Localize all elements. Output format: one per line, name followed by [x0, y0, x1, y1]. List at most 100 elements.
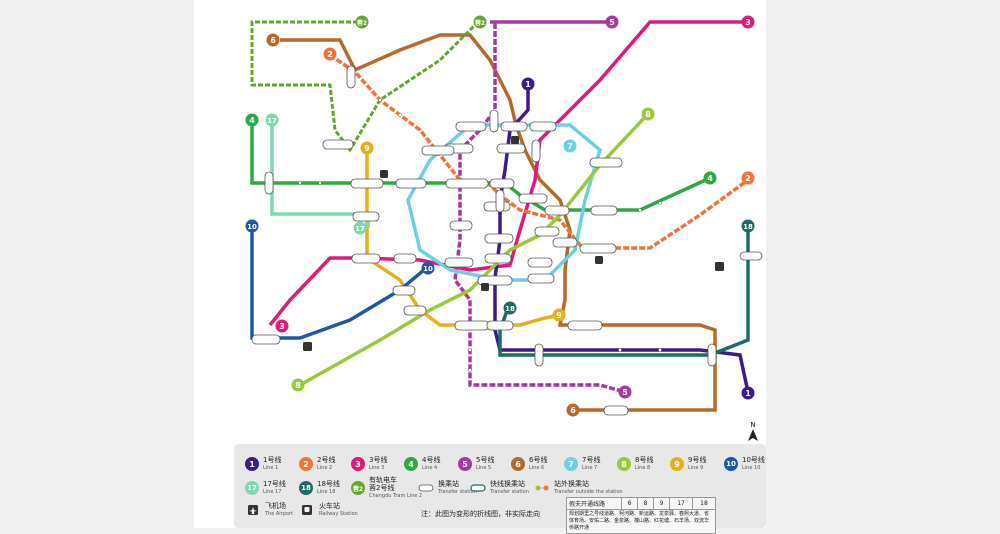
hub-9[interactable]	[445, 178, 489, 189]
hub-14[interactable]	[590, 205, 618, 216]
badge-line-5-end[interactable]	[618, 385, 632, 399]
railway-station-icon	[302, 505, 312, 515]
hub-29[interactable]	[392, 285, 416, 296]
badge-line-4-end[interactable]	[703, 171, 717, 185]
badge-line-9-label: 9	[364, 144, 370, 153]
badge-tram-2[interactable]	[355, 15, 369, 29]
station-dot[interactable]	[398, 113, 402, 117]
hub-15[interactable]	[589, 157, 623, 168]
hub-21[interactable]	[352, 211, 380, 222]
hub-41[interactable]	[495, 189, 505, 213]
hub-36[interactable]	[322, 139, 354, 150]
station-dot[interactable]	[318, 181, 322, 185]
hub-30[interactable]	[403, 305, 427, 316]
hub-19[interactable]	[552, 237, 578, 248]
badge-line-10[interactable]	[245, 219, 259, 233]
badge-line-8[interactable]	[641, 107, 655, 121]
badge-line-7[interactable]	[563, 139, 577, 153]
airport-icons	[303, 262, 724, 351]
map-card	[194, 0, 766, 528]
hub-24[interactable]	[444, 257, 474, 268]
hub-3[interactable]	[529, 121, 557, 132]
hub-23[interactable]	[393, 253, 417, 264]
station-dot[interactable]	[638, 208, 642, 212]
hub-42[interactable]	[534, 343, 544, 367]
line-7-route	[406, 123, 603, 282]
station-dot[interactable]	[658, 348, 662, 352]
badge-tram-2-label: 蓉2	[357, 19, 367, 27]
legend-line-6-badge: 6	[511, 457, 525, 471]
badge-line-6[interactable]	[266, 33, 280, 47]
badge-tram-2-end[interactable]	[473, 15, 487, 29]
hub-13[interactable]	[544, 205, 570, 216]
badge-line-1[interactable]	[521, 77, 535, 91]
interchange-title: 假夫开通线路	[565, 497, 623, 510]
station-dot[interactable]	[298, 181, 302, 185]
hub-12[interactable]	[518, 193, 548, 204]
railway-station-icon	[380, 170, 388, 178]
badge-line-9[interactable]	[360, 141, 374, 155]
line-badges: 1 1 2 2 3 3 4 4 5 5 6 6 7 8 8 9 9 10	[245, 15, 755, 417]
hub-20[interactable]	[579, 243, 617, 254]
badge-line-5[interactable]	[605, 15, 619, 29]
hub-28[interactable]	[527, 273, 555, 284]
station-dot[interactable]	[618, 348, 622, 352]
hub-22[interactable]	[351, 253, 381, 264]
hub-25[interactable]	[484, 253, 512, 264]
badge-line-3-end[interactable]	[275, 319, 289, 333]
badge-line-4[interactable]	[245, 113, 259, 127]
badge-line-10-end[interactable]	[421, 261, 435, 275]
interchange-table: 假夫开通线路 6 8 9 17 18 规划期里之号线道路、柯河路、新运路、龙泉驿…	[565, 497, 716, 534]
hub-43[interactable]	[707, 343, 717, 367]
hub-18[interactable]	[534, 226, 560, 237]
railway-icons	[380, 136, 603, 291]
interchange-line: 8	[637, 497, 655, 510]
hub-1[interactable]	[455, 121, 487, 132]
badge-line-6-end[interactable]	[566, 403, 580, 417]
station-dot[interactable]	[468, 348, 472, 352]
badge-line-9-end[interactable]	[552, 308, 566, 322]
interchange-hubs	[251, 65, 763, 416]
hub-17[interactable]	[484, 233, 514, 244]
badge-line-18-end[interactable]	[503, 301, 517, 315]
badge-line-8-end[interactable]	[291, 378, 305, 392]
hub-8[interactable]	[395, 178, 427, 189]
badge-line-18[interactable]	[741, 219, 755, 233]
hub-32[interactable]	[486, 320, 514, 331]
hub-44[interactable]	[739, 251, 763, 261]
hub-7[interactable]	[350, 178, 384, 189]
badge-line-4-label: 4	[249, 116, 255, 125]
hub-38[interactable]	[346, 65, 356, 89]
badge-line-1-end[interactable]	[741, 386, 755, 400]
legend-line-2-badge: 2	[299, 457, 313, 471]
station-dot[interactable]	[378, 98, 382, 102]
hub-6[interactable]	[421, 145, 455, 156]
station-dot[interactable]	[658, 201, 662, 205]
badge-line-3[interactable]	[741, 15, 755, 29]
badge-line-2[interactable]	[323, 47, 337, 61]
hub-33[interactable]	[567, 320, 603, 331]
badge-line-17[interactable]	[265, 113, 279, 127]
hub-2[interactable]	[500, 121, 528, 132]
hub-31[interactable]	[454, 320, 490, 331]
hub-37[interactable]	[264, 171, 274, 195]
line-3-route	[268, 20, 748, 327]
hub-34[interactable]	[603, 405, 629, 416]
hub-10[interactable]	[489, 178, 515, 189]
hub-35[interactable]	[251, 334, 281, 345]
outside-transfer-icon	[535, 485, 549, 491]
station-dot[interactable]	[468, 368, 472, 372]
badge-line-7-label: 7	[567, 142, 573, 151]
badge-line-2-end[interactable]	[741, 171, 755, 185]
badge-line-10-label: 10	[247, 223, 257, 231]
hub-27[interactable]	[477, 275, 513, 286]
hub-39[interactable]	[489, 109, 499, 133]
badge-line-17-end[interactable]	[353, 221, 367, 235]
hub-40[interactable]	[531, 139, 541, 163]
hub-16[interactable]	[449, 220, 473, 231]
hub-26[interactable]	[527, 257, 553, 268]
hub-4[interactable]	[496, 143, 526, 154]
